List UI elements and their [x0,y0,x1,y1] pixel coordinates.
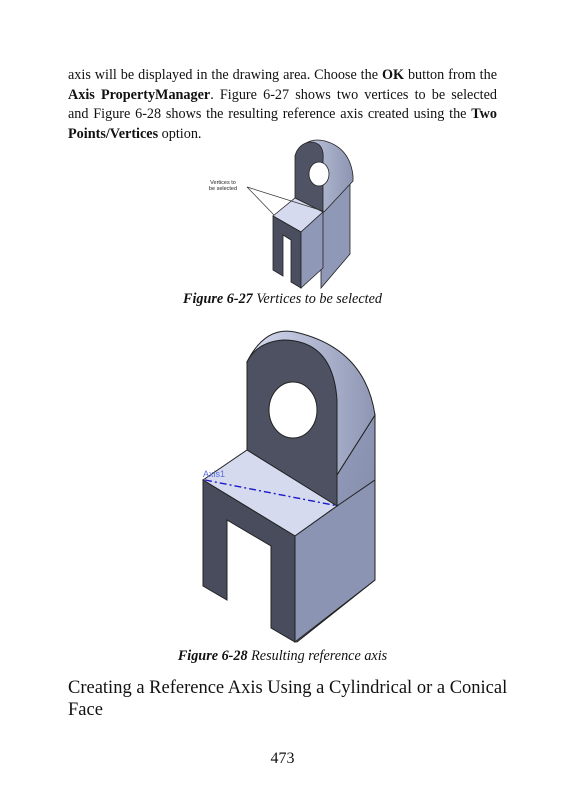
two-points-vertices-keyword: Two Points/Vertices [68,106,497,142]
figure-6-28-text: Resulting reference axis [247,648,388,664]
figure-6-27-caption: Figure 6-27 Vertices to be selected [0,291,565,308]
figure-6-27-text: Vertices to be selected [252,291,382,307]
body-paragraph: axis will be displayed in the drawing ar… [68,66,497,144]
para-text-4: option. [158,125,202,142]
figure-6-28-label: Figure 6-28 [177,648,248,664]
figure-6-27-image: Vertices to be selected [209,139,354,290]
figure-6-28-image: Axis1 [202,330,376,644]
ok-keyword: OK [381,67,405,83]
page-number: 473 [270,750,295,767]
axis-propertymanager-keyword: Axis PropertyManager [68,86,211,103]
callout-label-line1: Vertices to [210,180,236,186]
para-text-2: button from the [404,67,498,83]
figure-6-28-caption: Figure 6-28 Resulting reference axis [0,648,565,665]
para-text-3: . Figure 6-27 shows two vertices to be s… [68,86,497,123]
axis1-label: Axis1 [203,469,225,479]
figure-6-27-label: Figure 6-27 [183,291,253,307]
section-heading: Creating a Reference Axis Using a Cylind… [68,678,508,720]
callout-label-line2: be selected [209,186,237,192]
para-text-1: axis will be displayed in the drawing ar… [68,67,382,83]
